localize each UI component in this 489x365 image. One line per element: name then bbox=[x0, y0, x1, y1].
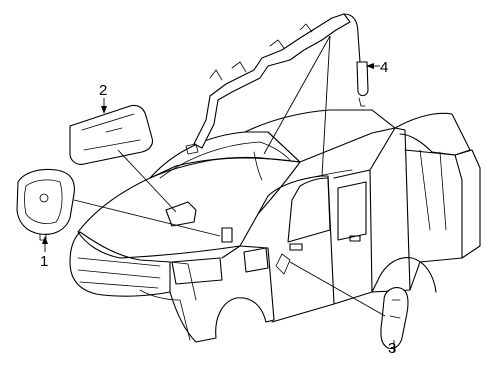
cab-back bbox=[369, 127, 411, 293]
hood bbox=[77, 156, 301, 259]
callout-3-label: 3 bbox=[388, 340, 396, 357]
passenger-dash-location bbox=[165, 201, 197, 227]
bed-side bbox=[404, 149, 463, 291]
part-2-passenger-airbag-module bbox=[69, 104, 154, 165]
sensor-location bbox=[221, 227, 233, 243]
leader-lines bbox=[73, 35, 386, 317]
leader-part-3 bbox=[289, 261, 386, 317]
grille-bars bbox=[77, 257, 161, 289]
callout-1-label: 1 bbox=[40, 253, 48, 270]
front-fender bbox=[169, 245, 275, 343]
roof-rail-line bbox=[159, 141, 291, 179]
interior-airbag-locations bbox=[165, 151, 353, 243]
part-4-curtain-airbag bbox=[185, 13, 369, 155]
side-mirror bbox=[243, 247, 269, 273]
callout-3: 3 bbox=[388, 340, 396, 357]
truck-body bbox=[69, 109, 481, 343]
callout-4-label: 4 bbox=[380, 59, 388, 76]
rear-window bbox=[337, 181, 367, 241]
part-1-driver-airbag-module bbox=[16, 168, 75, 241]
rear-door-handle bbox=[349, 235, 361, 242]
roof bbox=[244, 109, 396, 163]
a-pillar-curtain-end bbox=[253, 151, 263, 181]
leader-part-4b bbox=[321, 35, 331, 177]
front-door bbox=[257, 175, 335, 323]
front-window bbox=[287, 177, 331, 243]
front-door-handle bbox=[289, 243, 303, 251]
rear-wheel-arch bbox=[371, 257, 437, 293]
door-airbag-sensor-area bbox=[275, 253, 291, 275]
leader-part-4a bbox=[263, 35, 331, 155]
front-fascia bbox=[69, 231, 171, 297]
bed-top-rail bbox=[394, 112, 471, 156]
headlamp bbox=[171, 257, 223, 285]
tailgate bbox=[454, 149, 481, 259]
bed-floor-lines bbox=[419, 149, 447, 231]
callout-1: 1 bbox=[40, 236, 48, 270]
bumper-edge bbox=[139, 261, 197, 341]
callout-4: 4 bbox=[366, 59, 388, 76]
callout-2-label: 2 bbox=[99, 82, 107, 99]
callout-2: 2 bbox=[99, 82, 107, 114]
windshield bbox=[149, 131, 301, 179]
curtain-roof-line bbox=[299, 169, 353, 181]
leader-part-1 bbox=[73, 199, 221, 237]
part-3-side-airbag-module bbox=[380, 287, 409, 350]
leader-part-2 bbox=[117, 149, 177, 213]
